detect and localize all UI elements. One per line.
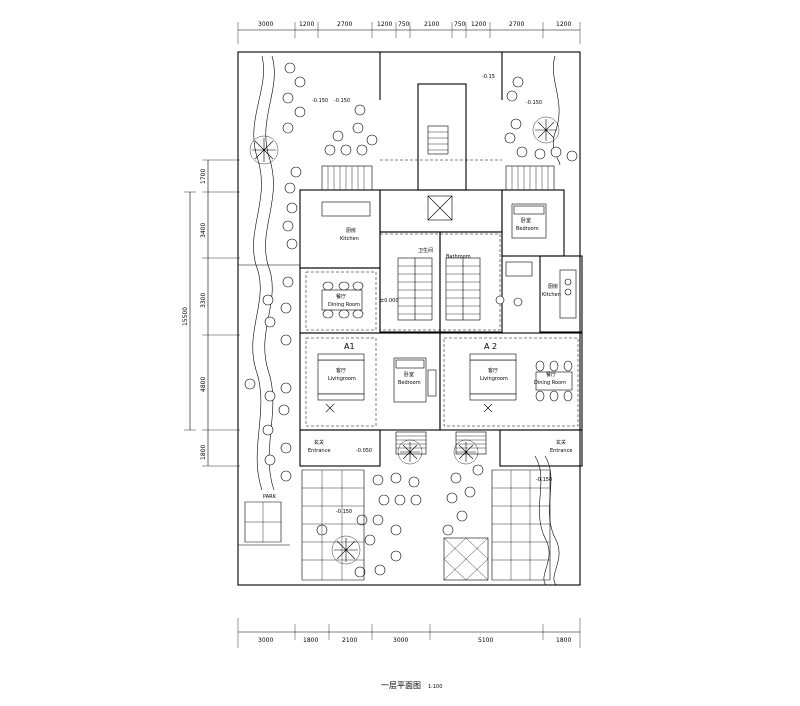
unit-label-a1: A1	[344, 342, 355, 351]
label-bathroom: Bathroom	[446, 254, 471, 260]
dim-left-4: 4800	[200, 377, 207, 392]
dim-top-8: 1200	[471, 21, 486, 28]
dim-top-3: 2700	[337, 21, 352, 28]
label-bathroom-zh: 卫生间	[418, 247, 433, 254]
upper-left-shrubs	[324, 104, 378, 156]
left-dimension-chain: 1700 3400 3300 4800 1800 15500	[182, 159, 240, 467]
paving-left	[244, 469, 365, 581]
dim-bottom-3: 2100	[342, 637, 357, 644]
living-set-left	[317, 353, 365, 413]
right-garden-path	[534, 55, 561, 586]
level-3: -0.15	[482, 74, 495, 80]
label-entrance-left-zh: 玄关	[314, 439, 324, 446]
dim-bottom-1: 3000	[258, 637, 273, 644]
level-2: -0.150	[526, 100, 542, 106]
dim-bottom-6: 1800	[556, 637, 571, 644]
left-garden-shrubs	[244, 62, 306, 482]
dim-bottom-4: 3000	[393, 637, 408, 644]
label-kitchen-left-zh: 厨房	[346, 227, 356, 234]
dim-left-5: 1800	[200, 445, 207, 460]
level-6: -0.050	[356, 448, 372, 454]
dim-top-10: 1200	[556, 21, 571, 28]
dim-top-7: 750	[454, 21, 466, 28]
staircase	[397, 257, 481, 321]
living-set-right	[469, 353, 517, 413]
label-dining-right: Dining Room	[534, 380, 566, 386]
scale-text: 1:100	[428, 684, 442, 690]
label-entrance-right: Entrance	[550, 448, 572, 454]
paving-right	[491, 469, 551, 581]
left-garden-path	[252, 55, 275, 491]
label-dining-right-zh: 餐厅	[546, 371, 556, 378]
garage-hatch	[443, 537, 489, 581]
bed-upper-right	[511, 203, 547, 239]
level-8: -0.150	[536, 477, 552, 483]
level-markers: -0.150 -0.150 -0.15 -0.150 ±0.000 -0.050…	[312, 74, 552, 515]
dim-top-1: 3000	[258, 21, 273, 28]
level-4: -0.150	[334, 98, 350, 104]
level-5: ±0.000	[380, 298, 399, 304]
dim-top-2: 1200	[299, 21, 314, 28]
label-entrance-left: Entrance	[308, 448, 330, 454]
label-living-left-zh: 客厅	[336, 367, 346, 374]
dim-bottom-5: 5100	[478, 637, 493, 644]
site-outline	[237, 51, 581, 586]
dim-left-2: 3400	[200, 223, 207, 238]
label-bedroom-mid-zh: 卧室	[404, 371, 414, 378]
entry-steps	[321, 165, 555, 455]
drawing-title: 一层平面图 1:100	[381, 681, 442, 690]
top-dimension-chain: 3000 1200 2700 1200 750 2100 750 1200 27…	[237, 21, 581, 44]
label-kitchen-right-zh: 厨房	[548, 283, 558, 290]
upper-right-shrubs	[504, 76, 578, 162]
title-text: 一层平面图	[381, 681, 421, 690]
label-living-right: Livingroom	[480, 376, 508, 382]
dim-top-6: 2100	[424, 21, 439, 28]
dim-left-total: 15500	[182, 307, 189, 326]
label-park: PARK	[263, 494, 277, 500]
bed-middle	[393, 357, 437, 403]
lower-garden-shrubs	[316, 439, 484, 578]
level-7: -0.150	[336, 509, 352, 515]
label-living-left: Livingroom	[328, 376, 356, 382]
room-labels: 厨房 Kitchen 餐厅 Dining Room A1 客厅 Livingro…	[263, 217, 572, 500]
dining-table-left	[321, 281, 364, 319]
dining-table-right	[535, 360, 573, 402]
label-living-right-zh: 客厅	[488, 367, 498, 374]
label-kitchen-left: Kitchen	[340, 236, 359, 242]
label-bedroom-right: Bedroom	[516, 226, 539, 232]
label-dining-left: Dining Room	[328, 302, 360, 308]
kitchen-fixtures	[321, 201, 577, 319]
label-entrance-right-zh: 玄关	[556, 439, 566, 446]
bottom-dimension-chain: 3000 1800 2100 3000 5100 1800	[237, 618, 581, 648]
dim-top-9: 2700	[509, 21, 524, 28]
dim-bottom-2: 1800	[303, 637, 318, 644]
dashed-zones	[305, 233, 579, 427]
unit-label-a2: A 2	[484, 342, 497, 351]
label-bedroom-mid: Bedroom	[398, 380, 421, 386]
label-dining-left-zh: 餐厅	[336, 293, 346, 300]
label-bedroom-right-zh: 卧室	[521, 217, 531, 224]
dim-left-1: 1700	[200, 169, 207, 184]
dim-top-5: 750	[398, 21, 410, 28]
label-kitchen-right: Kitchen	[542, 292, 561, 298]
level-1: -0.150	[312, 98, 328, 104]
dim-top-4: 1200	[377, 21, 392, 28]
top-stair-and-elevator	[427, 125, 453, 221]
dim-left-3: 3300	[200, 293, 207, 308]
